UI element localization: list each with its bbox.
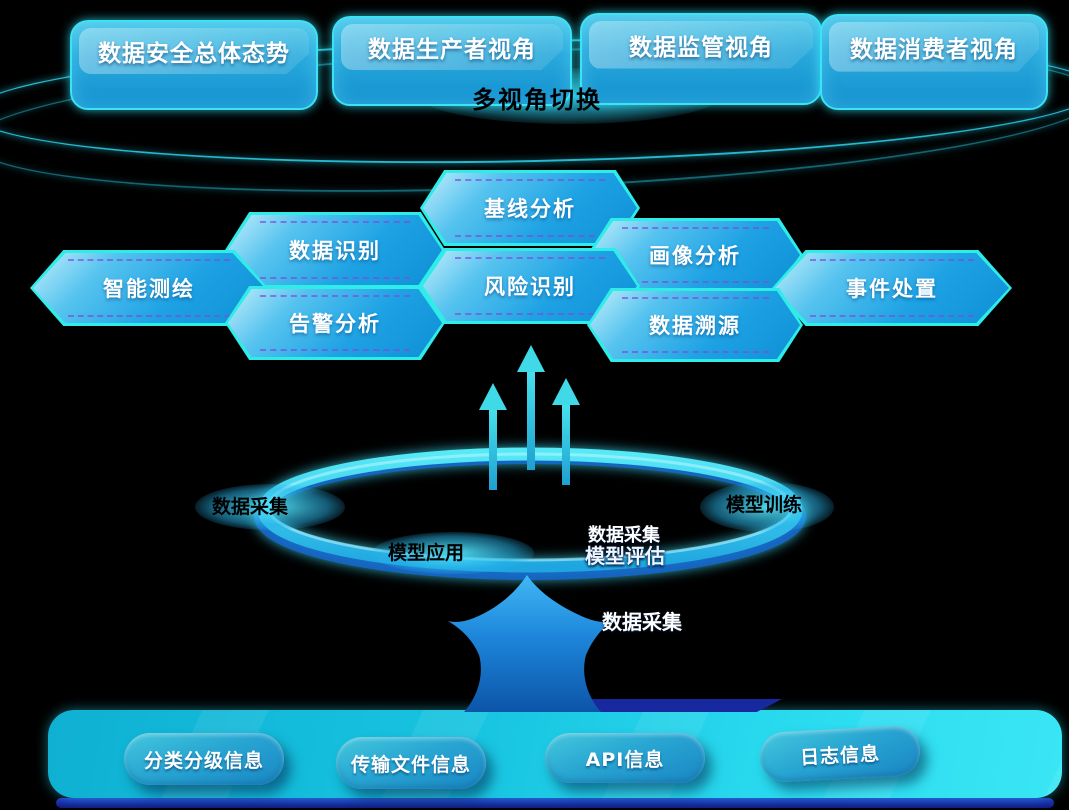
hex-intelligent-mapping[interactable]: 智能测绘 bbox=[30, 250, 268, 326]
tab-highlight: 数据安全总体态势 bbox=[79, 28, 309, 75]
hex-dash-border bbox=[810, 259, 974, 317]
hex-incident-handling[interactable]: 事件处置 bbox=[772, 250, 1012, 326]
tab-overall-posture[interactable]: 数据安全总体态势 bbox=[70, 20, 318, 110]
hex-label: 数据溯源 bbox=[649, 314, 741, 338]
tab-label: 数据生产者视角 bbox=[368, 37, 536, 64]
hex-face: 画像分析 bbox=[590, 221, 800, 289]
hex-label: 风险识别 bbox=[484, 275, 576, 299]
chip-api-info[interactable]: API信息 bbox=[545, 733, 705, 783]
chip-label: 传输文件信息 bbox=[350, 753, 471, 776]
multi-view-switch-label: 多视角切换 bbox=[472, 86, 602, 114]
hex-data-identification[interactable]: 数据识别 bbox=[225, 212, 445, 288]
hex-dash-border bbox=[621, 227, 769, 283]
chip-label: 分类分级信息 bbox=[143, 749, 264, 772]
ring-label-data-collection: 数据采集 bbox=[212, 496, 289, 518]
hex-label: 基线分析 bbox=[484, 197, 576, 221]
up-arrow-icon bbox=[479, 383, 507, 490]
ring-glow-bottom-left bbox=[372, 532, 534, 574]
chip-transfer-file-info[interactable]: 传输文件信息 bbox=[336, 737, 486, 789]
hex-label: 告警分析 bbox=[289, 312, 381, 336]
tab-highlight: 数据监管视角 bbox=[589, 21, 813, 69]
chip-label: 日志信息 bbox=[799, 742, 881, 769]
ring-label-model-application: 模型应用 bbox=[388, 542, 465, 564]
hex-face: 智能测绘 bbox=[33, 253, 265, 323]
hex-dash-border bbox=[260, 221, 410, 279]
tab-label: 数据消费者视角 bbox=[850, 36, 1018, 63]
hex-risk-identification[interactable]: 风险识别 bbox=[420, 248, 640, 324]
hex-label: 画像分析 bbox=[649, 244, 741, 268]
up-arrow-icon bbox=[517, 345, 545, 470]
tab-label: 数据安全总体态势 bbox=[98, 41, 290, 68]
tab-producer-view[interactable]: 数据生产者视角 bbox=[332, 16, 572, 106]
hex-dash-border bbox=[67, 259, 231, 317]
data-ingest-arrow-icon bbox=[448, 575, 612, 712]
hex-dash-border bbox=[455, 179, 605, 237]
hex-data-tracing[interactable]: 数据溯源 bbox=[587, 288, 803, 362]
tab-consumer-view[interactable]: 数据消费者视角 bbox=[820, 14, 1048, 110]
hex-face: 数据识别 bbox=[228, 215, 442, 285]
hex-face: 基线分析 bbox=[423, 173, 637, 243]
chip-label: API信息 bbox=[585, 748, 665, 771]
tab-highlight: 数据生产者视角 bbox=[341, 24, 563, 71]
hex-face: 数据溯源 bbox=[590, 291, 800, 359]
hex-dash-border bbox=[455, 257, 605, 315]
ingest-arrow-label: 数据采集 bbox=[602, 610, 682, 634]
hex-dash-border bbox=[621, 297, 769, 353]
hex-dash-border bbox=[260, 295, 410, 351]
ring-label-data-collection-overlay: 数据采集 bbox=[588, 525, 660, 546]
hex-label: 事件处置 bbox=[846, 277, 938, 301]
bar-bottom-edge bbox=[56, 798, 1054, 808]
tab-regulator-view[interactable]: 数据监管视角 bbox=[580, 13, 822, 105]
chip-classification-info[interactable]: 分类分级信息 bbox=[124, 733, 284, 785]
tab-label: 数据监管视角 bbox=[629, 34, 773, 61]
hex-face: 告警分析 bbox=[228, 289, 442, 357]
ring-glow-left bbox=[195, 484, 345, 530]
chip-log-info[interactable]: 日志信息 bbox=[758, 724, 922, 784]
hex-label: 数据识别 bbox=[289, 239, 381, 263]
up-arrow-icon bbox=[552, 378, 580, 485]
hex-alert-analysis[interactable]: 告警分析 bbox=[225, 286, 445, 360]
ring-label-model-evaluation: 模型评估 bbox=[585, 544, 665, 568]
hex-label: 智能测绘 bbox=[103, 277, 195, 301]
ring-label-model-training: 模型训练 bbox=[726, 494, 803, 516]
ring-glow-right bbox=[700, 482, 834, 532]
hex-face: 事件处置 bbox=[775, 253, 1009, 323]
tab-highlight: 数据消费者视角 bbox=[829, 22, 1039, 72]
